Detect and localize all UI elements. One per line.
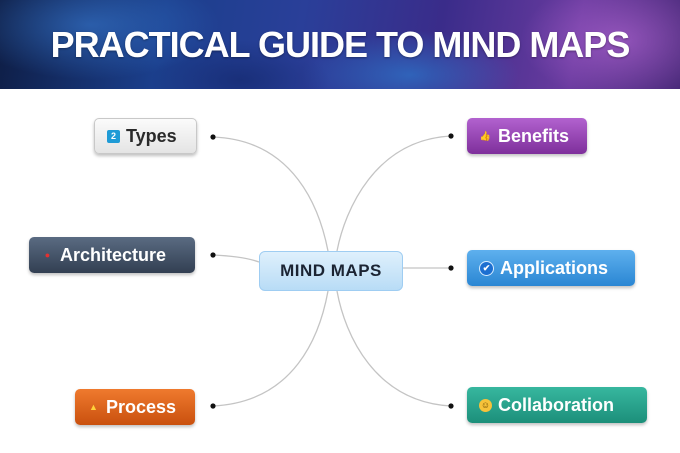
smiley-icon: ☺ [479,398,492,412]
branch-node-benefits[interactable]: 👍 Benefits [467,118,587,154]
connector-dot [448,265,454,271]
connector-process [212,290,329,407]
connector-dot [210,134,216,140]
connector-types [212,136,329,252]
central-node-label: MIND MAPS [280,261,382,280]
number-2-icon: 2 [107,129,120,143]
branch-label: Benefits [498,125,570,146]
branch-label: Applications [500,257,609,278]
connector-benefits [336,135,452,252]
title-banner: PRACTICAL GUIDE TO MIND MAPS [0,0,680,89]
branch-node-architecture[interactable]: ● Architecture [29,237,195,273]
connector-dot [210,403,216,409]
branch-node-collaboration[interactable]: ☺ Collaboration [467,387,647,423]
connector-architecture [212,254,260,263]
page-title: PRACTICAL GUIDE TO MIND MAPS [50,24,631,65]
branch-label: Collaboration [498,394,614,415]
branch-node-types[interactable]: 2 Types [94,118,197,154]
connector-dot [210,252,216,258]
connector-dot [448,133,454,139]
warning-icon: ▲ [89,401,98,412]
branch-label: Types [126,125,177,146]
branch-node-applications[interactable]: ✔ Applications [467,250,635,286]
red-pin-icon: ● [44,249,51,260]
thumbs-up-icon: 👍 [479,130,492,141]
branch-label: Architecture [60,244,167,265]
connector-collaboration [336,290,452,407]
branch-node-process[interactable]: ▲ Process [75,389,195,425]
banner-decoration [520,0,680,89]
central-node[interactable]: MIND MAPS [259,251,403,291]
checkmark-icon: ✔ [479,260,494,276]
branch-label: Process [106,396,177,417]
connector-dot [448,403,454,409]
